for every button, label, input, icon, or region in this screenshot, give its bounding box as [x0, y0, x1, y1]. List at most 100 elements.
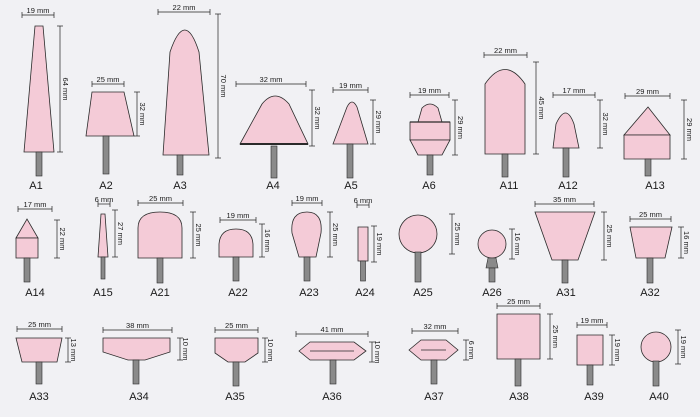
stone-code-label: A5 [344, 180, 357, 192]
stone-body [23, 25, 55, 153]
dimension-label: 25 mm [194, 224, 203, 247]
dimension-label: 10 mm [373, 341, 382, 364]
stone-code-label: A4 [266, 180, 279, 192]
dimension-label: 19 mm [227, 211, 250, 220]
stone-code-label: A23 [299, 287, 319, 299]
dimension-label: 35 mm [553, 195, 576, 204]
stone-body [137, 211, 183, 259]
shank-collar [485, 257, 499, 269]
stone-body [162, 29, 210, 156]
stone-code-label: A40 [649, 391, 669, 403]
stone-code-label: A24 [355, 287, 375, 299]
dimension-label: 64 mm [61, 78, 70, 101]
shank [426, 154, 434, 176]
shank [501, 153, 509, 178]
mounted-point-a37: 32 mm 6 mm A37 [408, 322, 476, 403]
dimension-label: 25 mm [453, 223, 462, 246]
stone-code-label: A37 [424, 391, 444, 403]
dimension-label: 22 mm [58, 228, 67, 251]
stone-code-label: A31 [556, 287, 576, 299]
shank [561, 259, 569, 284]
mounted-point-a40: 19 mm A40 [640, 329, 688, 403]
shank [232, 256, 240, 282]
dimension-label: 19 mm [27, 6, 50, 15]
stone-body [623, 134, 671, 160]
dimension-label: 25 mm [551, 325, 560, 348]
dimension-label: 25 mm [507, 297, 530, 306]
stone-body [484, 69, 526, 155]
stone-code-label: A14 [25, 287, 45, 299]
stone-body [477, 229, 507, 259]
dimension-label: 32 mm [601, 113, 610, 136]
shank [100, 256, 106, 280]
stone-code-label: A38 [509, 391, 529, 403]
stone-body [332, 101, 369, 145]
stone-code-label: A2 [99, 180, 112, 192]
stone-body [15, 218, 39, 239]
dimension-label: 6 mm [95, 195, 114, 204]
stone-code-label: A13 [645, 180, 665, 192]
stone-code-label: A12 [558, 180, 578, 192]
dimension-label: 16 mm [263, 229, 272, 252]
stone-body [576, 334, 604, 366]
shank [346, 143, 354, 179]
dimension-label: 19 mm [339, 81, 362, 90]
stone-code-label: A25 [413, 287, 433, 299]
dimension-label: 10 mm [266, 339, 275, 362]
dimension-label: 32 mm [313, 107, 322, 130]
stone-code-label: A39 [584, 391, 604, 403]
stone-code-label: A26 [482, 287, 502, 299]
dimension-label: 6 mm [467, 341, 476, 360]
dimension-label: 45 mm [537, 97, 546, 120]
stone-code-label: A6 [422, 180, 435, 192]
mounted-point-a26: 16 mm A26 [477, 228, 522, 299]
dimension-label: 29 mm [636, 87, 659, 96]
dimension-label: 29 mm [685, 118, 694, 141]
dimension-label: 32 mm [260, 75, 283, 84]
mounted-point-a39: 19 mm 19 mm A39 [576, 316, 622, 403]
dimension-label: 19 mm [581, 316, 604, 325]
dimension-label: 27 mm [116, 222, 125, 245]
shank [360, 260, 366, 282]
shank [329, 359, 337, 385]
shank [176, 154, 184, 176]
dimension-label: 25 mm [331, 223, 340, 246]
shank [156, 257, 164, 284]
dimension-label: 16 mm [682, 231, 691, 254]
stone-body [85, 91, 135, 137]
stone-body [357, 226, 369, 262]
dimension-label: 25 mm [225, 321, 248, 330]
dimension-label: 25 mm [28, 320, 51, 329]
dimension-label: 16 mm [513, 233, 522, 256]
stone-body [629, 226, 673, 259]
stone-code-label: A33 [29, 391, 49, 403]
stone-body [15, 337, 63, 363]
dimension-label: 6 mm [354, 196, 373, 205]
stone-body [102, 337, 171, 361]
stone-body [623, 106, 671, 136]
dimension-label: 32 mm [424, 322, 447, 331]
shank [414, 251, 422, 283]
dimension-label: 10 mm [181, 338, 190, 361]
dimension-label: 38 mm [126, 321, 149, 330]
stone-body [640, 331, 672, 363]
stone-code-label: A3 [173, 180, 186, 192]
dimension-label: 19 mm [418, 86, 441, 95]
dimension-label: 19 mm [679, 336, 688, 359]
dimension-label: 19 mm [613, 339, 622, 362]
stone-body [409, 121, 451, 141]
stone-body [214, 337, 259, 363]
shank [232, 361, 240, 387]
stone-code-label: A21 [150, 287, 170, 299]
